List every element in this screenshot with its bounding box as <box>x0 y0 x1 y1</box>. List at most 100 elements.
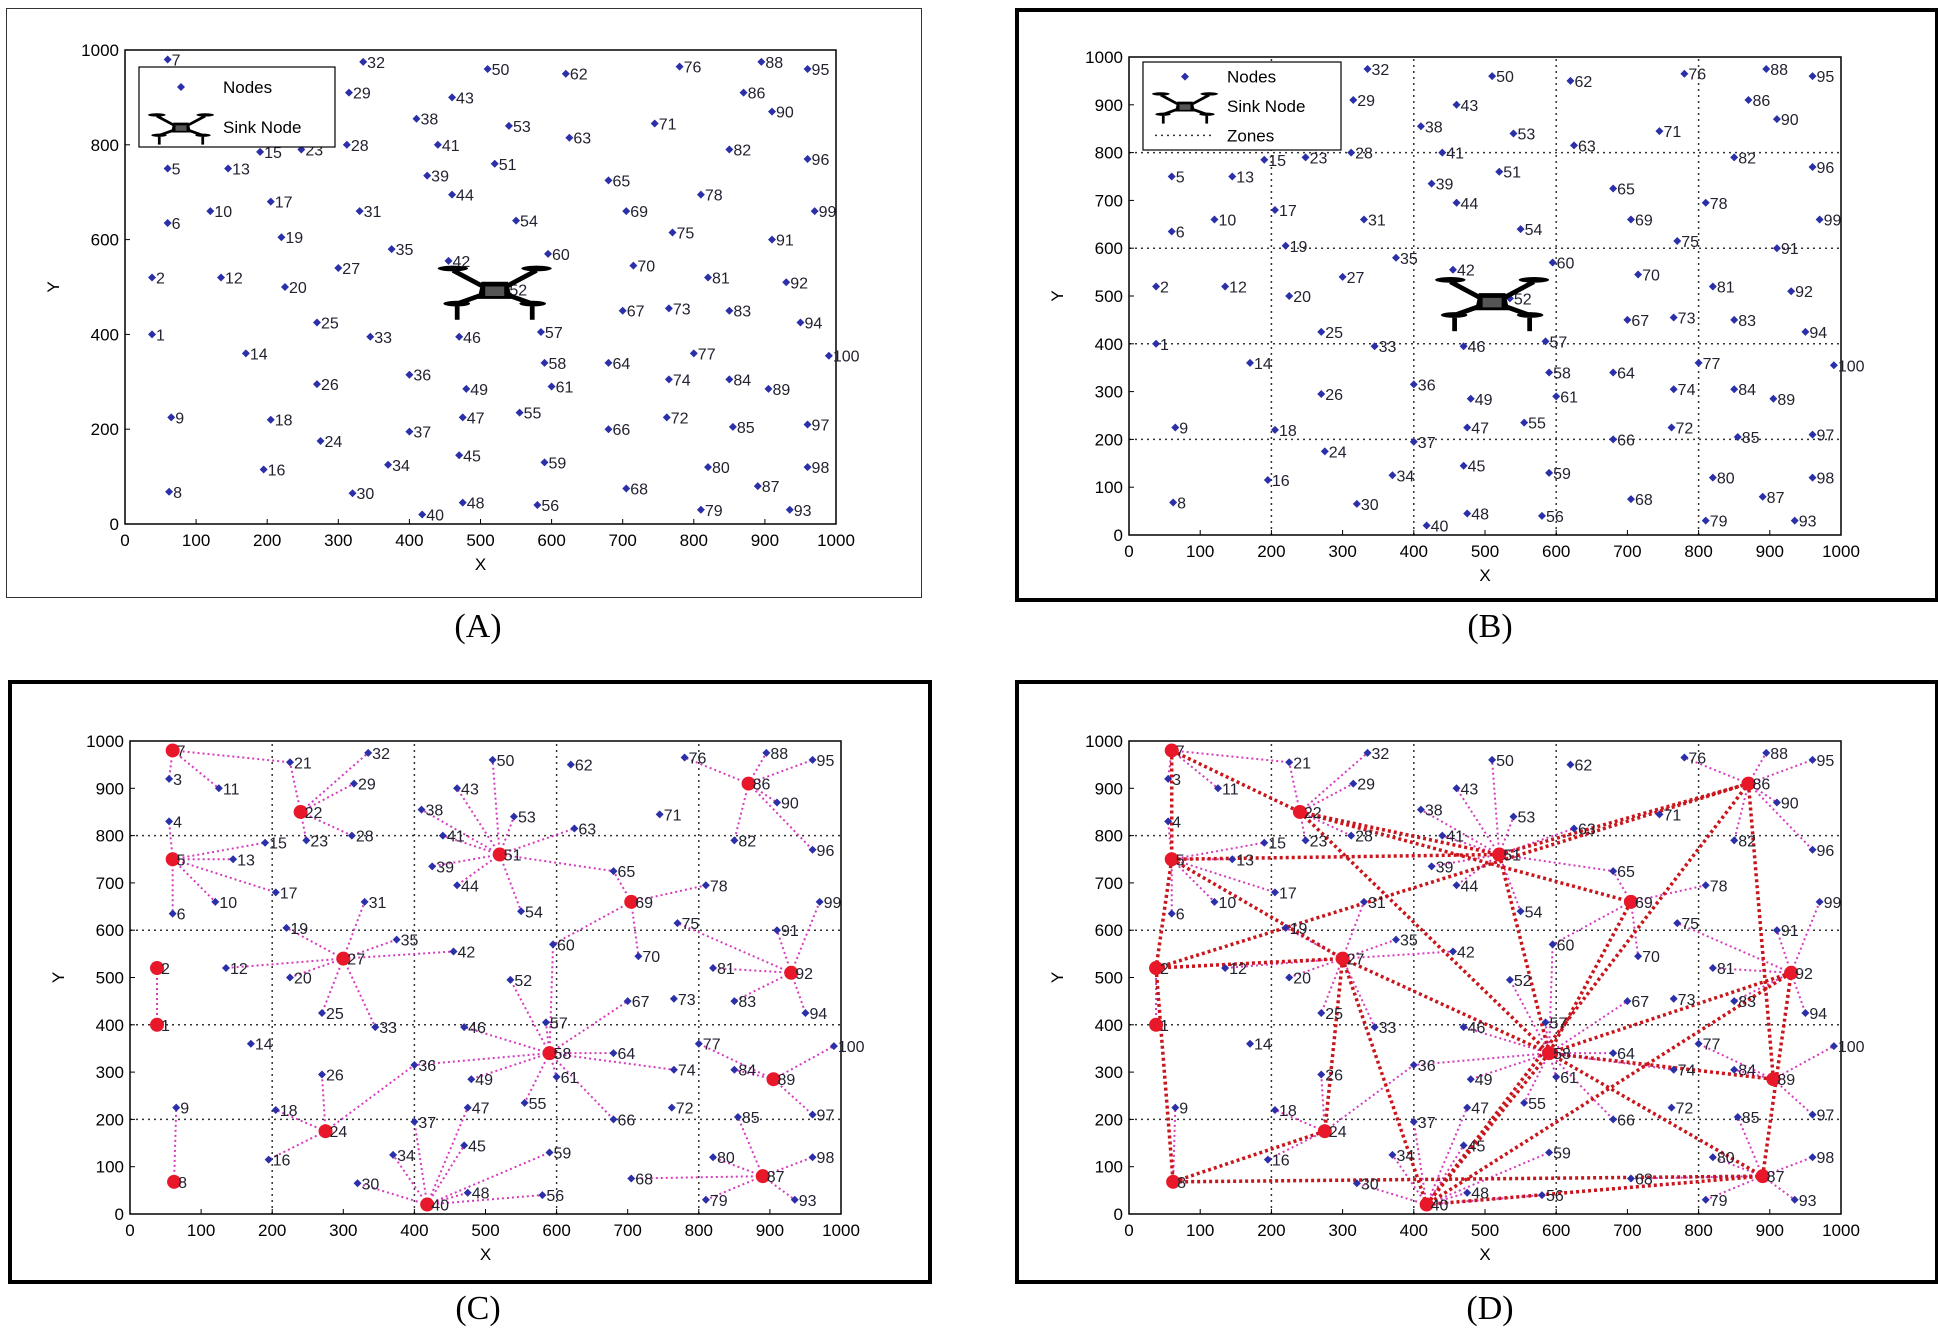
node-label: 45 <box>463 448 481 465</box>
node-label: 91 <box>781 923 799 940</box>
node-point <box>1495 167 1504 176</box>
node-point <box>458 413 467 422</box>
legend-drone-icon <box>1152 92 1218 124</box>
node-label: 20 <box>289 280 307 297</box>
node-point <box>1667 423 1676 432</box>
y-tick-label: 700 <box>1095 191 1123 210</box>
node-point <box>1669 1065 1678 1074</box>
node-point <box>622 484 631 493</box>
node-point <box>1152 339 1161 348</box>
node-point <box>1758 492 1767 501</box>
node-point <box>285 758 294 767</box>
node-point <box>1221 282 1230 291</box>
node-point <box>1301 836 1310 845</box>
node-label: 33 <box>1379 1020 1397 1037</box>
node-point <box>1509 129 1518 138</box>
node-point <box>623 997 632 1006</box>
node-label: 31 <box>369 895 387 912</box>
node-label: 69 <box>635 895 653 912</box>
y-tick-label: 200 <box>1095 430 1123 449</box>
y-tick-label: 900 <box>1095 779 1123 798</box>
node-point <box>604 425 613 434</box>
node-label: 77 <box>1703 356 1721 373</box>
node-label: 35 <box>1400 933 1418 950</box>
node-point <box>1409 380 1418 389</box>
node-point <box>448 190 457 199</box>
node-point <box>1301 153 1310 162</box>
node-label: 1 <box>1160 1018 1169 1035</box>
node-label: 83 <box>738 994 756 1011</box>
y-tick-label: 1000 <box>1085 48 1123 67</box>
node-label: 35 <box>396 242 414 259</box>
node-point <box>704 273 713 282</box>
node-label: 79 <box>710 1193 728 1210</box>
caption-b: (B) <box>1467 608 1513 645</box>
node-label: 74 <box>1678 1063 1696 1080</box>
cluster-head-point <box>1755 1169 1770 1184</box>
node-label: 48 <box>467 496 485 513</box>
node-point <box>206 207 215 216</box>
node-label: 68 <box>1635 492 1653 509</box>
cluster-link <box>1341 958 1376 1028</box>
node-point <box>803 420 812 429</box>
node-label: 90 <box>781 795 799 812</box>
node-point <box>1541 337 1550 346</box>
node-point <box>762 748 771 757</box>
cluster-link <box>342 901 366 959</box>
node-label: 30 <box>362 1176 380 1193</box>
node-point <box>1808 755 1817 764</box>
drone-arm <box>188 114 206 127</box>
node-label: 52 <box>1514 973 1532 990</box>
x-tick-label: 300 <box>329 1221 357 1240</box>
x-tick-label: 300 <box>1328 1221 1356 1240</box>
node-point <box>1452 784 1461 793</box>
node-label: 34 <box>1396 1148 1414 1165</box>
cluster-link <box>1320 958 1344 1014</box>
node-label: 29 <box>358 777 376 794</box>
node-point <box>1270 888 1279 897</box>
node-label: 2 <box>1160 961 1169 978</box>
y-tick-label: 200 <box>1095 1110 1123 1129</box>
x-tick-label: 0 <box>120 531 129 550</box>
cluster-link <box>1509 979 1550 1054</box>
node-label: 83 <box>733 304 751 321</box>
node-point <box>803 463 812 472</box>
cluster-link <box>677 922 792 974</box>
node-point <box>282 923 291 932</box>
node-point <box>808 845 817 854</box>
cluster-link <box>1288 762 1301 813</box>
node-point <box>1210 215 1219 224</box>
node-point <box>1669 385 1678 394</box>
x-tick-label: 500 <box>466 531 494 550</box>
cluster-link <box>171 858 217 903</box>
node-label: 84 <box>1738 1063 1756 1080</box>
node-label: 94 <box>1809 1006 1827 1023</box>
node-label: 88 <box>765 55 783 72</box>
cluster-link <box>1356 1182 1427 1206</box>
node-point <box>347 831 356 840</box>
node-label: 99 <box>824 895 842 912</box>
node-point <box>1655 127 1664 136</box>
node-label: 80 <box>712 460 730 477</box>
y-tick-label: 100 <box>1095 478 1123 497</box>
node-point <box>1270 205 1279 214</box>
node-label: 1 <box>156 327 165 344</box>
node-label: 76 <box>689 751 707 768</box>
node-point <box>453 881 462 890</box>
node-point <box>1505 975 1514 984</box>
cluster-head-point <box>1164 852 1179 867</box>
node-label: 81 <box>712 271 730 288</box>
backbone-link <box>1498 781 1749 857</box>
node-label: 25 <box>326 1006 344 1023</box>
node-point <box>1270 1105 1279 1114</box>
backbone-link <box>1547 900 1633 1055</box>
cluster-head-point <box>755 1169 770 1184</box>
node-label: 33 <box>374 330 392 347</box>
node-point <box>1772 115 1781 124</box>
cluster-head-point <box>1149 1017 1164 1032</box>
node-label: 18 <box>275 413 293 430</box>
node-point <box>1459 461 1468 470</box>
node-point <box>1167 172 1176 181</box>
